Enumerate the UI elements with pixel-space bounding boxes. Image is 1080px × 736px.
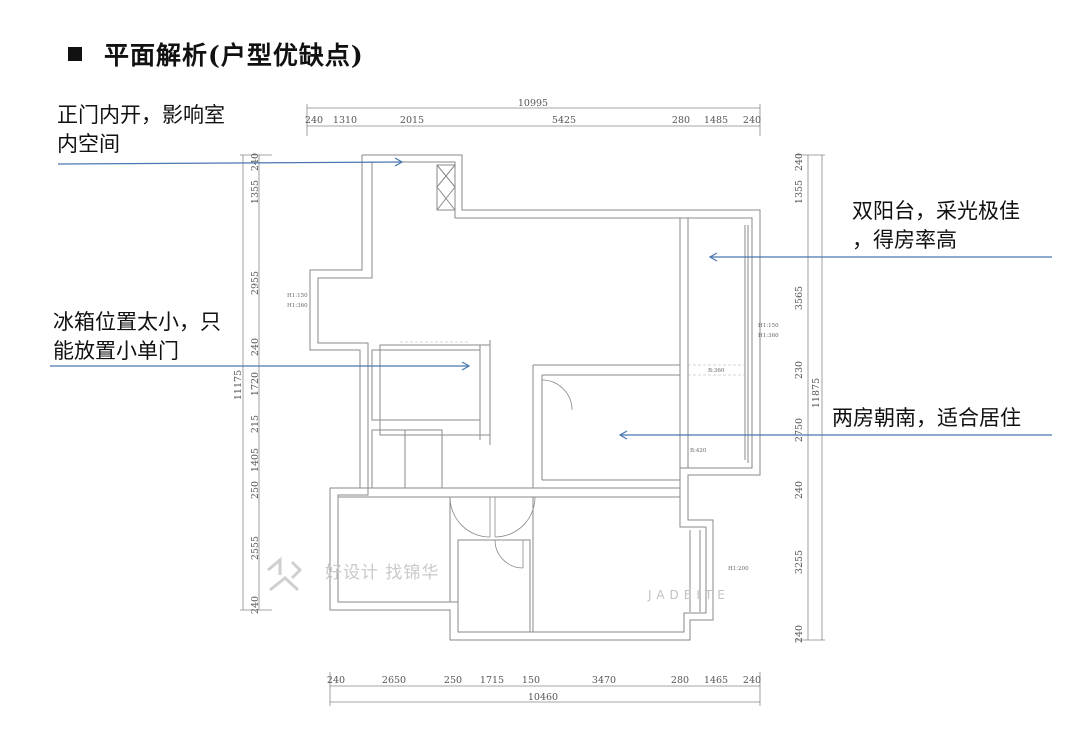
dim-bottom: 250	[444, 675, 462, 686]
dim-right: 3255	[794, 550, 805, 574]
annotation-arrows	[50, 157, 1052, 440]
dim-bottom: 3470	[592, 675, 616, 686]
dim-right: 240	[794, 481, 805, 499]
dim-top: 280	[672, 115, 690, 126]
annotation-line: 正门内开，影响室	[57, 103, 225, 127]
dim-left: 2555	[250, 536, 261, 560]
dim-bottom: 150	[522, 675, 540, 686]
annotation-line: 两房朝南，适合居住	[832, 406, 1021, 430]
dim-top: 5425	[552, 115, 576, 126]
dim-bottom: 2650	[382, 675, 406, 686]
watermark-brand-cn: 好设计 找锦华	[325, 563, 439, 583]
dim-left: 240	[250, 338, 261, 356]
dim-right-total: 11875	[811, 378, 822, 408]
annotation-line: 双阳台，采光极佳	[852, 199, 1020, 223]
dim-left: 1405	[250, 448, 261, 472]
square-bullet-icon	[68, 47, 82, 61]
dim-left: 240	[250, 596, 261, 614]
dim-right-group: 240 1355 3565 230 2750 240 3255 240 1187…	[794, 153, 822, 643]
annotation-entrance: 正门内开，影响室 内空间	[57, 101, 225, 159]
dashed-lines	[400, 341, 745, 376]
dim-left-total: 11175	[233, 370, 244, 400]
annotation-line: 能放置小单门	[53, 339, 179, 363]
dim-right: 230	[794, 361, 805, 379]
dim-top: 240	[743, 115, 761, 126]
watermark-logo-icon	[267, 556, 303, 592]
slide-title-text: 平面解析(户型优缺点)	[104, 41, 364, 70]
dim-top: 1310	[333, 115, 357, 126]
dim-bottom: 240	[327, 675, 345, 686]
label-h200: H1:200	[728, 566, 749, 572]
dim-top-total: 10995	[518, 98, 548, 109]
label-h360-right: H1:360	[758, 333, 779, 339]
dim-right: 240	[794, 153, 805, 171]
annotation-line: ，得房率高	[852, 228, 957, 252]
dim-left-group: 240 1355 2955 240 1720 215 1405 250 2555…	[233, 153, 261, 614]
arrow-head-icon	[618, 430, 628, 440]
arrow-head-icon	[461, 361, 471, 371]
dim-left: 1355	[250, 180, 261, 204]
label-h360: H1:360	[287, 303, 308, 309]
arrow-head-icon	[394, 157, 404, 167]
label-b420: B:420	[690, 448, 707, 454]
dim-bottom-total: 10460	[528, 692, 558, 703]
dim-bottom: 1465	[704, 675, 728, 686]
annotation-balcony: 双阳台，采光极佳 ，得房率高	[852, 197, 1020, 255]
dim-right: 240	[794, 625, 805, 643]
dim-left: 240	[250, 153, 261, 171]
slide-title: 平面解析(户型优缺点)	[68, 36, 364, 72]
annotation-line: 内空间	[57, 132, 120, 156]
label-h150-right: H1:150	[758, 323, 779, 329]
dim-top: 2015	[400, 115, 424, 126]
doors	[449, 379, 573, 569]
dim-top: 1485	[704, 115, 728, 126]
label-b360: B:360	[708, 368, 725, 374]
arrow-head-icon	[708, 252, 718, 262]
dim-top: 240	[305, 115, 323, 126]
dim-right: 2750	[794, 418, 805, 442]
dim-left: 215	[250, 415, 261, 433]
arrow-entrance	[57, 161, 403, 165]
annotation-line: 冰箱位置太小，只	[53, 310, 221, 334]
dim-right: 3565	[794, 286, 805, 310]
dim-bottom: 280	[671, 675, 689, 686]
label-h150: H1:150	[287, 293, 308, 299]
walls	[309, 154, 761, 641]
dim-left: 250	[250, 481, 261, 499]
dim-right: 1355	[794, 180, 805, 204]
annotation-fridge: 冰箱位置太小，只 能放置小单门	[53, 308, 221, 366]
watermark-brand-en: JADEITE	[647, 588, 730, 602]
dim-left: 2955	[250, 271, 261, 295]
annotation-south-rooms: 两房朝南，适合居住	[832, 404, 1021, 433]
dimension-lines	[240, 104, 825, 706]
dim-bottom: 240	[743, 675, 761, 686]
dim-left: 1720	[250, 372, 261, 396]
dim-bottom: 1715	[480, 675, 504, 686]
